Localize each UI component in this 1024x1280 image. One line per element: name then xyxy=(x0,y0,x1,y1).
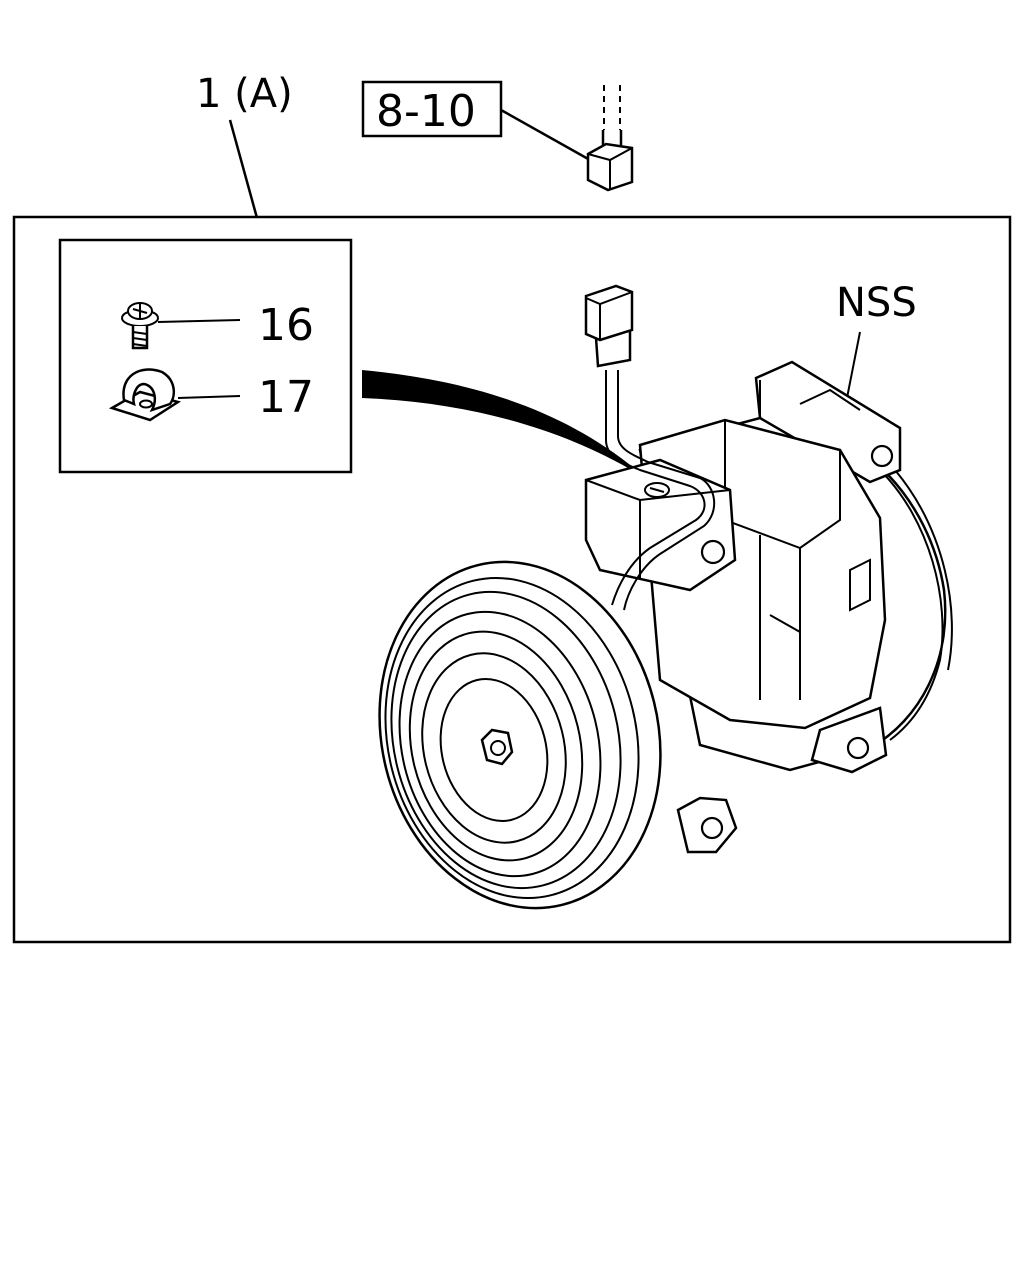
detail-pointer xyxy=(362,370,648,480)
part-16-label: 16 xyxy=(258,300,314,351)
nss-label: NSS xyxy=(836,280,917,326)
inset-box xyxy=(58,238,353,474)
external-connector xyxy=(586,85,634,192)
compressor-illustration xyxy=(378,284,953,910)
screw-icon xyxy=(121,302,159,350)
assembly-frame xyxy=(12,215,1012,944)
part-16-leader xyxy=(157,319,241,323)
reference-box-label: 8-10 xyxy=(376,86,476,137)
reference-leader xyxy=(500,108,591,162)
part-17-leader xyxy=(177,395,241,399)
reference-box xyxy=(361,80,503,138)
clip-icon xyxy=(108,368,182,422)
assembly-label: 1 (A) xyxy=(196,71,293,117)
assembly-leader xyxy=(228,119,259,219)
part-17-label: 17 xyxy=(258,372,314,423)
